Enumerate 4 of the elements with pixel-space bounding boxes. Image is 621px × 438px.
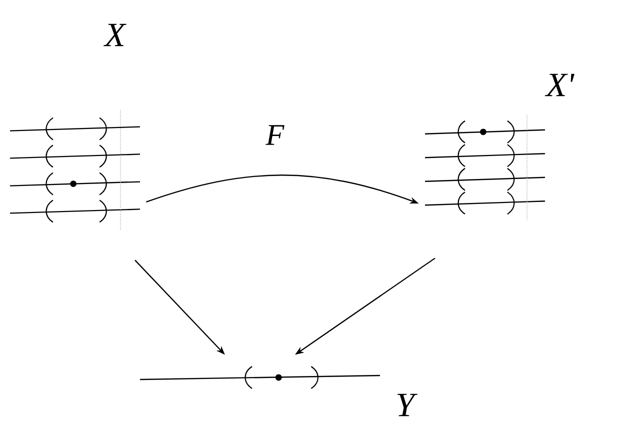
set-label: X' [544,74,574,96]
set-label: Y [398,394,418,416]
set-label: X [104,24,126,46]
edge-label: F [264,124,286,146]
